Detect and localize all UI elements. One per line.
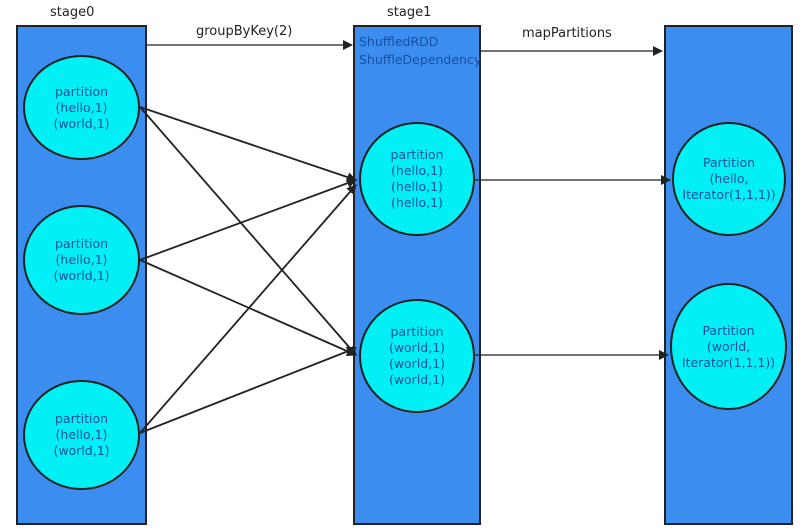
partition-record: Iterator(1,1,1)): [681, 354, 776, 370]
stage0-label: stage0: [50, 5, 95, 20]
partition-record: (world,1): [388, 372, 446, 387]
shuffle-edge: [139, 346, 357, 434]
shuffle-edge: [139, 184, 357, 434]
partition-record: (world,1): [388, 356, 446, 371]
partition-title: partition: [54, 83, 109, 99]
shuffle-edge: [139, 178, 357, 261]
partition-record: (world,1): [53, 268, 110, 283]
partition-record: Iterator(1,1,1)): [682, 187, 776, 202]
stage1-partition-world: partition (world,1) (world,1) (world,1): [359, 299, 475, 413]
partition-record: (world,1): [53, 443, 110, 458]
partition-record: (hello,: [709, 171, 749, 186]
partition-title: partition: [390, 324, 444, 339]
partition-record: (world,: [706, 338, 751, 354]
shuffle-edge: [139, 106, 357, 182]
stage1-partition-hello: partition (hello,1) (hello,1) (hello,1): [359, 122, 475, 236]
partition-record: (hello,1): [55, 252, 108, 267]
partition-title: Partition: [702, 155, 756, 170]
stage1-label: stage1: [387, 5, 432, 20]
map-partitions-label: mapPartitions: [522, 26, 612, 41]
partition-title: partition: [54, 236, 109, 251]
stage2-partition-hello: Partition (hello, Iterator(1,1,1)): [672, 122, 786, 236]
partition-record: (hello,1): [391, 163, 443, 178]
partition-record: (world,1): [53, 115, 110, 131]
shuffled-rdd-label: ShuffledRDD: [359, 34, 439, 49]
partition-record: (hello,1): [55, 99, 108, 115]
shuffle-edge: [139, 106, 357, 356]
group-by-key-label: groupByKey(2): [196, 24, 293, 39]
partition-title: partition: [390, 147, 444, 162]
stage2-box: [664, 25, 793, 525]
partition-title: Partition: [702, 322, 755, 338]
partition-record: (hello,1): [391, 195, 443, 210]
partition-record: (hello,1): [391, 179, 443, 194]
stage1-box: [353, 25, 481, 525]
partition-title: partition: [54, 411, 109, 426]
stage0-partition-3: partition (hello,1) (world,1): [23, 380, 140, 490]
stage0-partition-1: partition (hello,1) (world,1): [23, 55, 140, 160]
shuffle-edge: [139, 259, 357, 356]
stage2-partition-world: Partition (world, Iterator(1,1,1)): [670, 283, 787, 410]
stage0-partition-2: partition (hello,1) (world,1): [23, 205, 140, 315]
partition-record: (world,1): [388, 340, 446, 355]
partition-record: (hello,1): [55, 427, 108, 442]
shuffle-dependency-label: ShuffleDependency: [359, 52, 482, 67]
